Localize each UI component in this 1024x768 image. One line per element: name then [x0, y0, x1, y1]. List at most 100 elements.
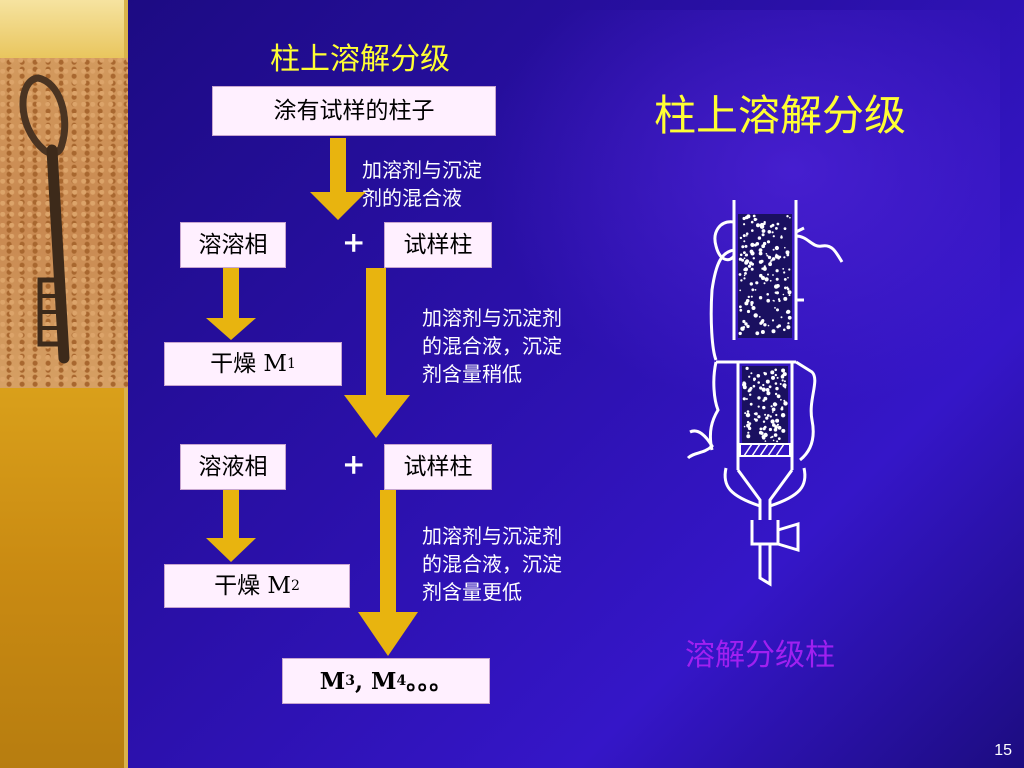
note3-line: 加溶剂与沉淀剂	[422, 524, 562, 548]
packing-particle	[739, 289, 742, 292]
packing-particle	[748, 375, 751, 378]
final-m4-sub: 4	[396, 673, 407, 689]
packing-particle	[746, 235, 748, 237]
arrow-row2-left	[206, 490, 256, 562]
packing-particle	[775, 418, 780, 423]
packing-particle	[753, 412, 756, 415]
packing-particle	[786, 309, 791, 314]
packing-particle	[750, 295, 753, 298]
packing-particle	[766, 414, 770, 417]
packing-particle	[780, 413, 786, 418]
arrow-top	[310, 138, 366, 220]
packing-particle	[768, 385, 772, 389]
packing-particle	[748, 388, 752, 392]
packing-particle	[780, 374, 785, 379]
packing-particle	[740, 279, 743, 282]
final-m4: , M	[354, 667, 397, 695]
packing-particle	[774, 368, 777, 372]
packing-particle	[776, 394, 781, 399]
packing-particle	[786, 215, 789, 218]
packing-particle	[739, 253, 743, 257]
packing-particle	[783, 328, 786, 332]
note1-line: 加溶剂与沉淀	[362, 158, 482, 182]
packing-particle	[753, 418, 756, 421]
packing-particle	[756, 374, 761, 378]
packing-particle	[786, 325, 791, 330]
packing-particle	[770, 419, 775, 424]
packing-particle	[743, 382, 747, 385]
packing-particle	[772, 274, 774, 276]
packing-particle	[787, 276, 789, 279]
packing-particle	[776, 222, 780, 226]
packing-particle	[783, 399, 786, 402]
packing-particle	[763, 396, 768, 401]
packing-particle	[751, 306, 756, 310]
packing-particle	[763, 323, 767, 327]
packing-particle	[762, 420, 766, 423]
packing-particle	[750, 251, 755, 256]
packing-particle	[772, 235, 775, 238]
packing-particle	[775, 253, 777, 256]
packing-particle	[781, 428, 786, 433]
packing-particle	[774, 245, 780, 251]
packing-particle	[754, 289, 757, 291]
packing-particle	[765, 253, 768, 255]
plus-sign-1: +	[342, 226, 366, 259]
page-number: 15	[994, 742, 1012, 759]
background-glow	[480, 10, 1000, 410]
arrow-row1-right	[344, 268, 410, 438]
packing-particle	[787, 315, 792, 320]
box-phase-2: 溶液相	[180, 444, 286, 490]
packing-particle	[761, 267, 764, 270]
packing-particle	[775, 277, 779, 281]
packing-particle	[780, 316, 783, 319]
column-packing-upper	[738, 214, 792, 338]
packing-particle	[750, 372, 753, 375]
packing-particle	[759, 321, 763, 325]
packing-particle	[744, 301, 749, 306]
packing-particle	[743, 277, 746, 280]
packing-particle	[766, 240, 771, 244]
packing-particle	[752, 257, 755, 260]
packing-particle	[762, 383, 765, 387]
packing-particle	[758, 296, 763, 300]
apparatus-caption: 溶解分级柱	[685, 638, 835, 673]
flow-title: 柱上溶解分级	[270, 42, 450, 77]
note-solvent-mix-2: 加溶剂与沉淀剂 的混合液，沉淀 剂含量稍低	[422, 304, 562, 388]
packing-particle	[742, 397, 746, 401]
packing-particle	[771, 411, 774, 413]
packing-particle	[782, 372, 787, 377]
note3-line: 剂含量更低	[422, 580, 522, 604]
packing-particle	[745, 366, 749, 370]
arrow-row1-left	[206, 268, 256, 340]
packing-particle	[766, 298, 770, 303]
packing-particle	[783, 271, 786, 274]
packing-particle	[743, 223, 746, 226]
packing-particle	[788, 268, 791, 271]
packing-particle	[763, 265, 766, 268]
packing-particle	[784, 246, 786, 249]
note-solvent-mix-1: 加溶剂与沉淀 剂的混合液	[362, 156, 482, 212]
packing-particle	[750, 267, 754, 271]
packing-particle	[745, 412, 751, 418]
packing-particle	[781, 379, 784, 382]
packing-particle	[749, 282, 753, 286]
packing-particle	[762, 405, 766, 410]
packing-particle	[762, 319, 764, 321]
dry1-label: 干燥 M	[210, 350, 287, 377]
packing-particle	[750, 301, 754, 305]
packing-particle	[782, 383, 787, 388]
packing-particle	[783, 278, 787, 281]
packing-particle	[752, 384, 756, 388]
packing-particle	[769, 415, 772, 418]
packing-particle	[744, 215, 749, 220]
packing-particle	[777, 437, 781, 440]
packing-particle	[767, 324, 770, 327]
packing-particle	[741, 245, 745, 249]
packing-particle	[763, 282, 766, 285]
packing-particle	[738, 273, 742, 276]
packing-particle	[755, 218, 758, 221]
packing-particle	[753, 377, 756, 381]
dry2-label: 干燥 M	[214, 572, 291, 599]
